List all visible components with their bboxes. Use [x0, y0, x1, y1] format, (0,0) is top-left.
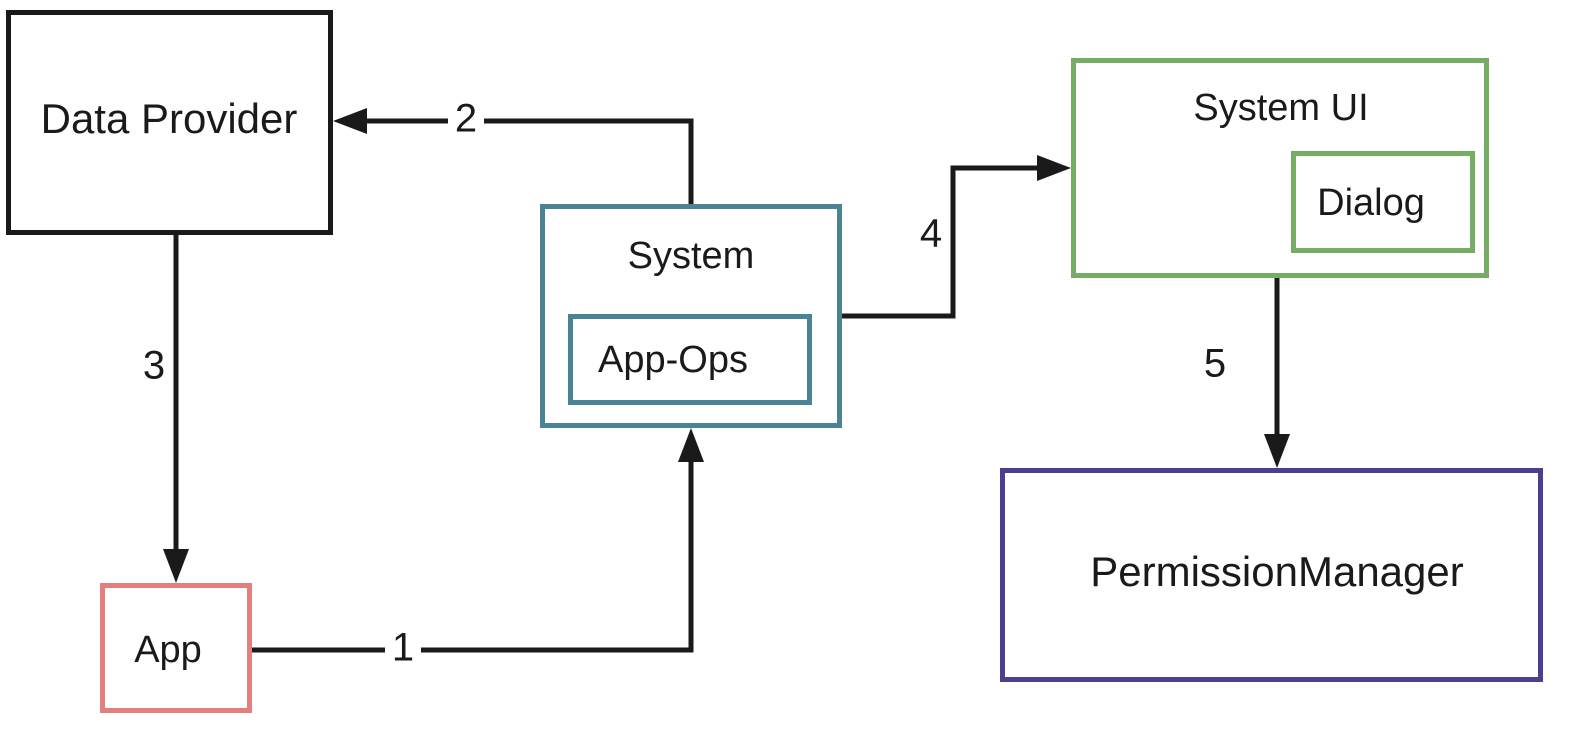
node-system-label: System [628, 235, 755, 277]
edge-1-line [252, 450, 694, 653]
node-dialog-label: Dialog [1317, 182, 1425, 224]
node-app-box[interactable] [100, 583, 252, 713]
node-app-label: App [134, 629, 202, 671]
edge-4-line [842, 165, 1049, 319]
edge-1 [252, 428, 704, 653]
edge-1-label-backdrop [385, 628, 421, 672]
edge-2-label: 2 [455, 97, 477, 141]
edge-1-label-group: 1 [385, 626, 421, 672]
node-permission-manager-box[interactable] [1000, 468, 1543, 682]
edge-3-arrowhead-icon [163, 549, 189, 583]
edge-2 [333, 108, 694, 204]
edge-2-arrowhead-icon [333, 108, 367, 134]
edge-2-line [355, 118, 694, 204]
node-dialog-box[interactable] [1291, 151, 1475, 253]
node-app-ops-label: App-Ops [598, 339, 748, 381]
node-permission-manager[interactable]: PermissionManager [1000, 468, 1543, 682]
node-app-ops[interactable]: App-Ops [568, 314, 812, 405]
edges-layer [163, 108, 1290, 653]
node-permission-manager-label: PermissionManager [1090, 548, 1464, 595]
edge-4-label: 4 [920, 212, 942, 256]
edge-1-label: 1 [392, 626, 414, 670]
edge-3 [163, 235, 189, 583]
edge-3-label-group: 3 [143, 344, 165, 388]
edge-5-arrowhead-icon [1264, 434, 1290, 468]
node-app[interactable]: App [100, 583, 252, 713]
edge-2-label-backdrop [448, 99, 484, 143]
node-data-provider[interactable]: Data Provider [6, 10, 333, 235]
node-system-ui-label: System UI [1193, 87, 1368, 129]
node-app-ops-box[interactable] [568, 314, 812, 405]
edge-4-label-group: 4 [920, 212, 942, 256]
edge-4 [842, 155, 1071, 319]
edge-5-label: 5 [1204, 342, 1226, 386]
edge-labels-layer: 1 2 3 4 5 [143, 97, 1226, 672]
edge-1-arrowhead-icon [678, 428, 704, 462]
edge-5-label-group: 5 [1204, 342, 1226, 386]
edge-4-arrowhead-icon [1037, 155, 1071, 181]
edge-3-label: 3 [143, 344, 165, 388]
edge-2-label-group: 2 [448, 97, 484, 143]
node-data-provider-box[interactable] [6, 10, 333, 235]
node-dialog[interactable]: Dialog [1291, 151, 1475, 253]
edge-5 [1264, 278, 1290, 468]
node-data-provider-label: Data Provider [41, 95, 298, 142]
